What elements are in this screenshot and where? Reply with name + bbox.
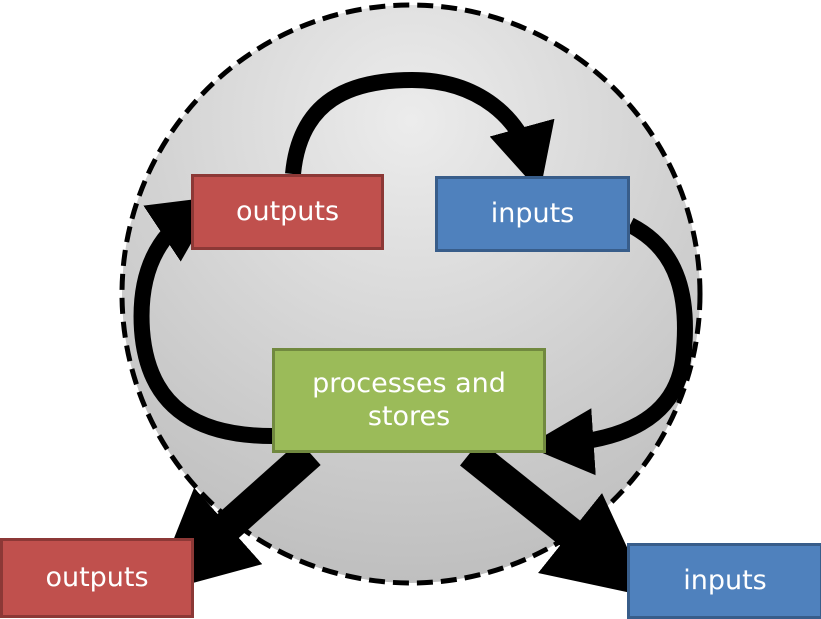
node-processes-and-stores: processes and stores xyxy=(272,348,546,453)
arrow-process-to-outputs xyxy=(133,196,273,444)
node-label: outputs xyxy=(235,195,340,227)
node-label: inputs xyxy=(683,564,767,596)
node-inputs-top: inputs xyxy=(435,176,630,252)
arrow-outputs-to-inputs xyxy=(285,71,555,193)
node-label: inputs xyxy=(490,197,575,229)
arrow-process-to-bottom-inputs xyxy=(460,440,650,597)
node-outputs-top: outputs xyxy=(191,174,384,250)
node-label: processes and stores xyxy=(312,368,506,432)
node-inputs-bottom: inputs xyxy=(627,543,821,619)
node-outputs-bottom: outputs xyxy=(0,538,194,618)
system-boundary-circle xyxy=(119,2,703,586)
arrow-inputs-to-process xyxy=(526,217,693,476)
node-label: outputs xyxy=(45,561,149,593)
arrow-process-to-bottom-outputs xyxy=(151,441,321,595)
